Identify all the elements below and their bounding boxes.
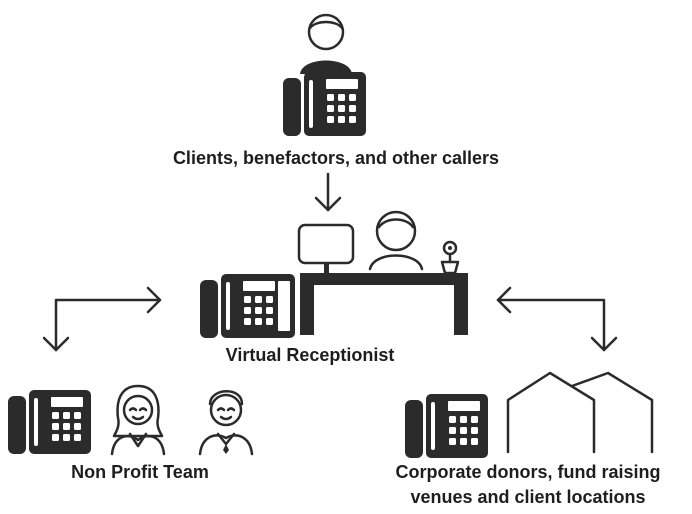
receptionist-phone-icon [200, 274, 295, 338]
caller-person-icon [298, 13, 354, 76]
callers-label: Clients, benefactors, and other callers [172, 148, 500, 168]
receptionist-label: Virtual Receptionist [225, 345, 395, 365]
corporate-label-line2: venues and client locations [410, 487, 646, 507]
caller-phone-icon [283, 72, 366, 136]
businessman-icon [198, 390, 254, 456]
corporate-phone-icon [405, 394, 488, 458]
left-connector-arrow [42, 286, 162, 352]
computer-monitor-icon [297, 223, 355, 273]
nonprofit-label: Non Profit Team [71, 462, 209, 482]
building-icon [506, 371, 654, 454]
right-connector-arrow [496, 286, 618, 352]
down-arrow [314, 172, 342, 212]
receptionist-person-icon [368, 210, 424, 271]
flower-pot-icon [440, 240, 460, 275]
desk-icon [300, 273, 468, 335]
woman-icon [110, 384, 166, 456]
team-phone-icon [8, 390, 91, 454]
corporate-label-line1: Corporate donors, fund raising [395, 462, 661, 482]
